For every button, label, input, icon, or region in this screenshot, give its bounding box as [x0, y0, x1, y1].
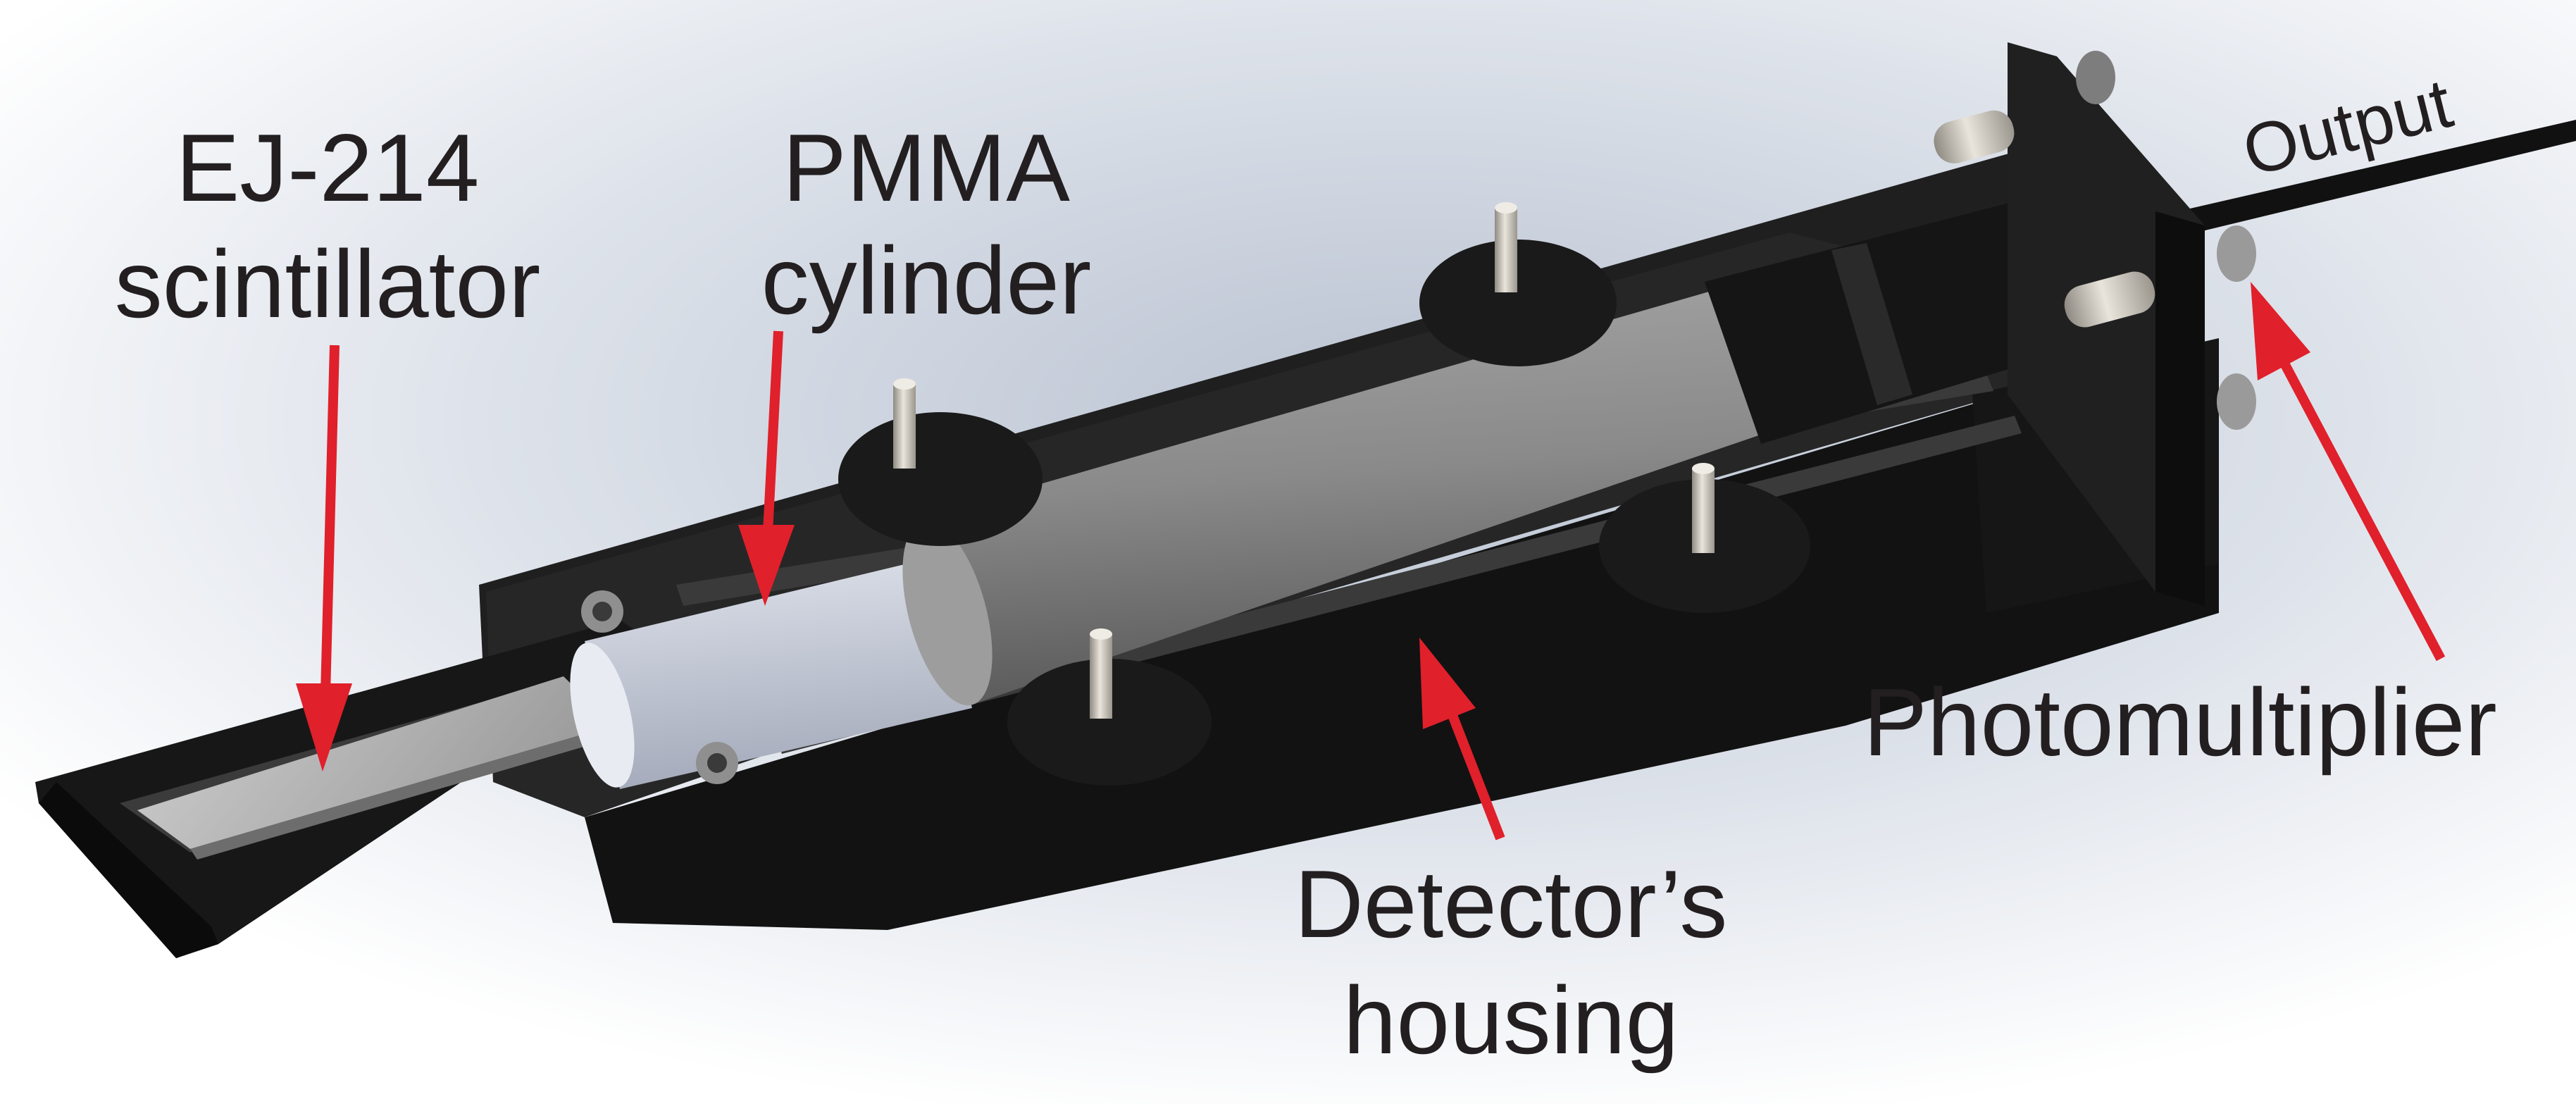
labels: EJ-214 scintillator PMMA cylinder Output… — [115, 63, 2497, 1074]
scintillator-arrow — [296, 345, 352, 771]
pmma-cylinder — [585, 557, 972, 789]
label-scintillator-line2: scintillator — [115, 230, 541, 337]
light-guide-tube-end — [902, 520, 993, 706]
scintillator-edge — [190, 726, 620, 860]
output-cable — [2163, 120, 2576, 238]
label-housing-line2: housing — [1343, 967, 1679, 1074]
photomultiplier-arrow — [2251, 282, 2446, 662]
housing-arrow — [1419, 638, 1505, 841]
label-housing-line1: Detector’s — [1295, 850, 1728, 957]
pmma-arrow — [738, 330, 795, 606]
label-photomultiplier: Photomultiplier — [1863, 669, 2497, 776]
callout-arrows — [296, 282, 2446, 841]
label-pmma-line1: PMMA — [783, 114, 1070, 221]
photomultiplier-ring — [1831, 243, 1912, 405]
clamp-screws — [581, 590, 738, 784]
end-flange-face — [2155, 211, 2205, 606]
pmma-cylinder-end — [570, 643, 635, 788]
alignment-pins — [893, 202, 1715, 719]
base-plate-edge — [39, 782, 218, 958]
detector-device — [35, 42, 2576, 958]
label-pmma-line2: cylinder — [761, 227, 1092, 334]
flange-screws — [2076, 51, 2256, 430]
scintillator-bar — [137, 676, 613, 849]
housing-front-face — [585, 366, 2219, 930]
light-guide-tube — [923, 289, 1775, 705]
support-rods — [1934, 110, 2155, 328]
label-scintillator-line1: EJ-214 — [176, 114, 480, 221]
